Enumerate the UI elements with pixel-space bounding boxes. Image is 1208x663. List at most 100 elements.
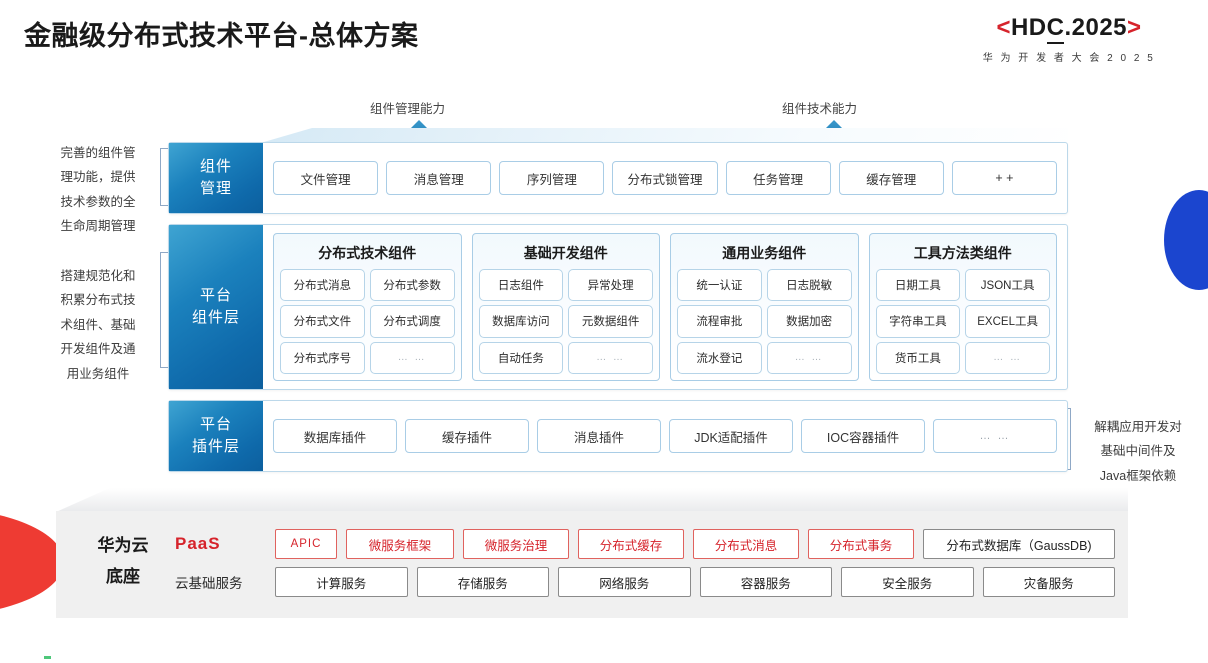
cell-more-ellipsis[interactable]: … … <box>965 341 1050 374</box>
decorative-green-dot <box>44 656 51 659</box>
logo-close-bracket-icon: > <box>1127 14 1142 41</box>
component-group-area: 分布式技术组件 分布式消息 分布式参数 分布式文件 分布式调度 分布式序号 … … <box>263 225 1067 389</box>
cell-more-ellipsis[interactable]: … … <box>766 341 852 374</box>
layer-label-platform-component: 平台 组件层 <box>169 225 263 389</box>
layer-body-platform-plugin: 数据库插件 缓存插件 消息插件 JDK适配插件 IOC容器插件 … … <box>263 401 1067 471</box>
base-title-huawei-cloud: 华为云 底座 <box>80 531 166 592</box>
annotation-left-top: 完善的组件管 理功能，提供 技术参数的全 生命周期管理 <box>38 141 158 239</box>
architecture-stack: 组件 管理 文件管理 消息管理 序列管理 分布式锁管理 任务管理 缓存管理 + … <box>168 128 1068 480</box>
layer-label-line: 组件层 <box>191 309 240 326</box>
group-grid: 日期工具 JSON工具 字符串工具 EXCEL工具 货币工具 … … <box>875 269 1050 374</box>
group-title: 工具方法类组件 <box>913 245 1012 261</box>
chip-more-plus[interactable]: + + <box>951 161 1057 195</box>
group-title: 通用业务组件 <box>722 245 807 261</box>
base-row-label-infrastructure: 云基础服务 <box>175 572 267 592</box>
cell-excel-tool[interactable]: EXCEL工具 <box>965 305 1050 338</box>
chip-file-management[interactable]: 文件管理 <box>273 161 379 195</box>
layer-label-platform-plugin: 平台 插件层 <box>169 401 263 471</box>
base-chip-distributed-cache[interactable]: 分布式缓存 <box>578 529 684 559</box>
base-top-face <box>56 488 1128 512</box>
cell-more-ellipsis[interactable]: … … <box>568 341 653 374</box>
cell-automatic-task[interactable]: 自动任务 <box>478 341 564 374</box>
paas-chip-list: APIC 微服务框架 微服务治理 分布式缓存 分布式消息 分布式事务 分布式数据… <box>275 529 1115 559</box>
decorative-blue-circle <box>1164 190 1208 290</box>
brace-left-top <box>160 148 169 206</box>
logo-text: HD <box>1010 14 1047 41</box>
chip-cache-management[interactable]: 缓存管理 <box>838 161 944 195</box>
component-group-tool-method: 工具方法类组件 日期工具 JSON工具 字符串工具 EXCEL工具 货币工具 …… <box>868 233 1057 381</box>
cell-date-tool[interactable]: 日期工具 <box>875 269 961 302</box>
layer-label-component-management: 组件 管理 <box>169 143 263 213</box>
cell-database-access[interactable]: 数据库访问 <box>478 305 564 338</box>
hdc-logo-main: <HDC.2025> <box>944 14 1194 44</box>
logo-text-underlined: C <box>1046 14 1065 44</box>
annotation-line: 用业务组件 <box>66 366 130 381</box>
layer-label-line: 插件层 <box>191 438 240 455</box>
base-chip-storage-service[interactable]: 存储服务 <box>416 567 549 597</box>
chip-message-management[interactable]: 消息管理 <box>386 161 492 195</box>
infrastructure-chip-list: 计算服务 存储服务 网络服务 容器服务 安全服务 灾备服务 <box>275 567 1115 597</box>
base-row-paas: PaaS APIC 微服务框架 微服务治理 分布式缓存 分布式消息 分布式事务 … <box>175 529 1115 559</box>
base-chip-distributed-message[interactable]: 分布式消息 <box>693 529 799 559</box>
chip-cache-plugin[interactable]: 缓存插件 <box>405 419 529 453</box>
cell-process-approval[interactable]: 流程审批 <box>677 305 762 338</box>
chip-distributed-lock-management[interactable]: 分布式锁管理 <box>612 161 718 195</box>
cell-distributed-message[interactable]: 分布式消息 <box>280 269 365 302</box>
chip-ioc-container-plugin[interactable]: IOC容器插件 <box>801 419 925 453</box>
cell-distributed-sequence[interactable]: 分布式序号 <box>280 341 365 374</box>
base-chip-security-service[interactable]: 安全服务 <box>841 567 974 597</box>
cell-log-component[interactable]: 日志组件 <box>478 269 564 302</box>
cell-transaction-registration[interactable]: 流水登记 <box>677 341 762 374</box>
cell-data-encryption[interactable]: 数据加密 <box>766 305 852 338</box>
cell-string-tool[interactable]: 字符串工具 <box>875 305 961 338</box>
group-title: 分布式技术组件 <box>318 245 417 261</box>
cell-distributed-file[interactable]: 分布式文件 <box>280 305 365 338</box>
chip-database-plugin[interactable]: 数据库插件 <box>273 419 397 453</box>
base-chip-apic[interactable]: APIC <box>275 529 337 559</box>
base-body <box>56 511 1128 618</box>
layer-label-line: 管理 <box>199 180 232 197</box>
paas-label: PaaS <box>175 534 221 553</box>
annotation-line: 技术参数的全 <box>60 194 136 209</box>
base-chip-distributed-database-gaussdb[interactable]: 分布式数据库（GaussDB) <box>923 529 1115 559</box>
base-chip-network-service[interactable]: 网络服务 <box>558 567 691 597</box>
group-title: 基础开发组件 <box>523 245 608 261</box>
base-chip-compute-service[interactable]: 计算服务 <box>275 567 408 597</box>
component-group-distributed-tech: 分布式技术组件 分布式消息 分布式参数 分布式文件 分布式调度 分布式序号 … … <box>273 233 462 381</box>
chip-task-management[interactable]: 任务管理 <box>725 161 831 195</box>
infrastructure-label: 云基础服务 <box>175 576 243 591</box>
base-chip-microservice-governance[interactable]: 微服务治理 <box>463 529 569 559</box>
layer-component-management: 组件 管理 文件管理 消息管理 序列管理 分布式锁管理 任务管理 缓存管理 + … <box>168 142 1068 214</box>
annotation-left-bottom: 搭建规范化和 积累分布式技 术组件、基础 开发组件及通 用业务组件 <box>38 264 158 386</box>
component-group-common-business: 通用业务组件 统一认证 日志脱敏 流程审批 数据加密 流水登记 … … <box>670 233 859 381</box>
cell-more-ellipsis[interactable]: … … <box>369 341 455 374</box>
arrow-label-component-management: 组件管理能力 <box>370 102 446 116</box>
annotation-line: Java框架依赖 <box>1099 468 1177 483</box>
page-title: 金融级分布式技术平台-总体方案 <box>24 21 419 51</box>
cell-currency-tool[interactable]: 货币工具 <box>875 341 961 374</box>
base-chip-microservice-framework[interactable]: 微服务框架 <box>346 529 454 559</box>
cell-json-tool[interactable]: JSON工具 <box>965 269 1050 302</box>
base-chip-distributed-transaction[interactable]: 分布式事务 <box>808 529 914 559</box>
cell-metadata-component[interactable]: 元数据组件 <box>568 305 653 338</box>
annotation-line: 完善的组件管 <box>60 146 136 160</box>
chip-message-plugin[interactable]: 消息插件 <box>537 419 661 453</box>
annotation-line: 积累分布式技 <box>60 293 136 308</box>
annotation-line: 理功能，提供 <box>60 170 136 185</box>
annotation-right: 解耦应用开发对 基础中间件及 Java框架依赖 <box>1078 415 1198 488</box>
chip-sequence-management[interactable]: 序列管理 <box>499 161 605 195</box>
base-row-infrastructure: 云基础服务 计算服务 存储服务 网络服务 容器服务 安全服务 灾备服务 <box>175 567 1115 597</box>
cell-exception-handling[interactable]: 异常处理 <box>568 269 653 302</box>
base-chip-disaster-recovery-service[interactable]: 灾备服务 <box>982 567 1115 597</box>
cell-log-desensitization[interactable]: 日志脱敏 <box>766 269 852 302</box>
chip-more-ellipsis[interactable]: … … <box>933 419 1057 453</box>
chip-jdk-adapter-plugin[interactable]: JDK适配插件 <box>669 419 793 453</box>
brace-left-bottom <box>160 252 169 368</box>
base-chip-container-service[interactable]: 容器服务 <box>699 567 832 597</box>
cell-distributed-parameter[interactable]: 分布式参数 <box>369 269 455 302</box>
cell-distributed-schedule[interactable]: 分布式调度 <box>369 305 455 338</box>
hdc-logo-subtitle: 华 为 开 发 者 大 会 2 0 2 5 <box>982 53 1156 64</box>
base-title-line: 底座 <box>106 566 140 586</box>
group-grid: 统一认证 日志脱敏 流程审批 数据加密 流水登记 … … <box>677 269 852 374</box>
cell-unified-authentication[interactable]: 统一认证 <box>677 269 762 302</box>
